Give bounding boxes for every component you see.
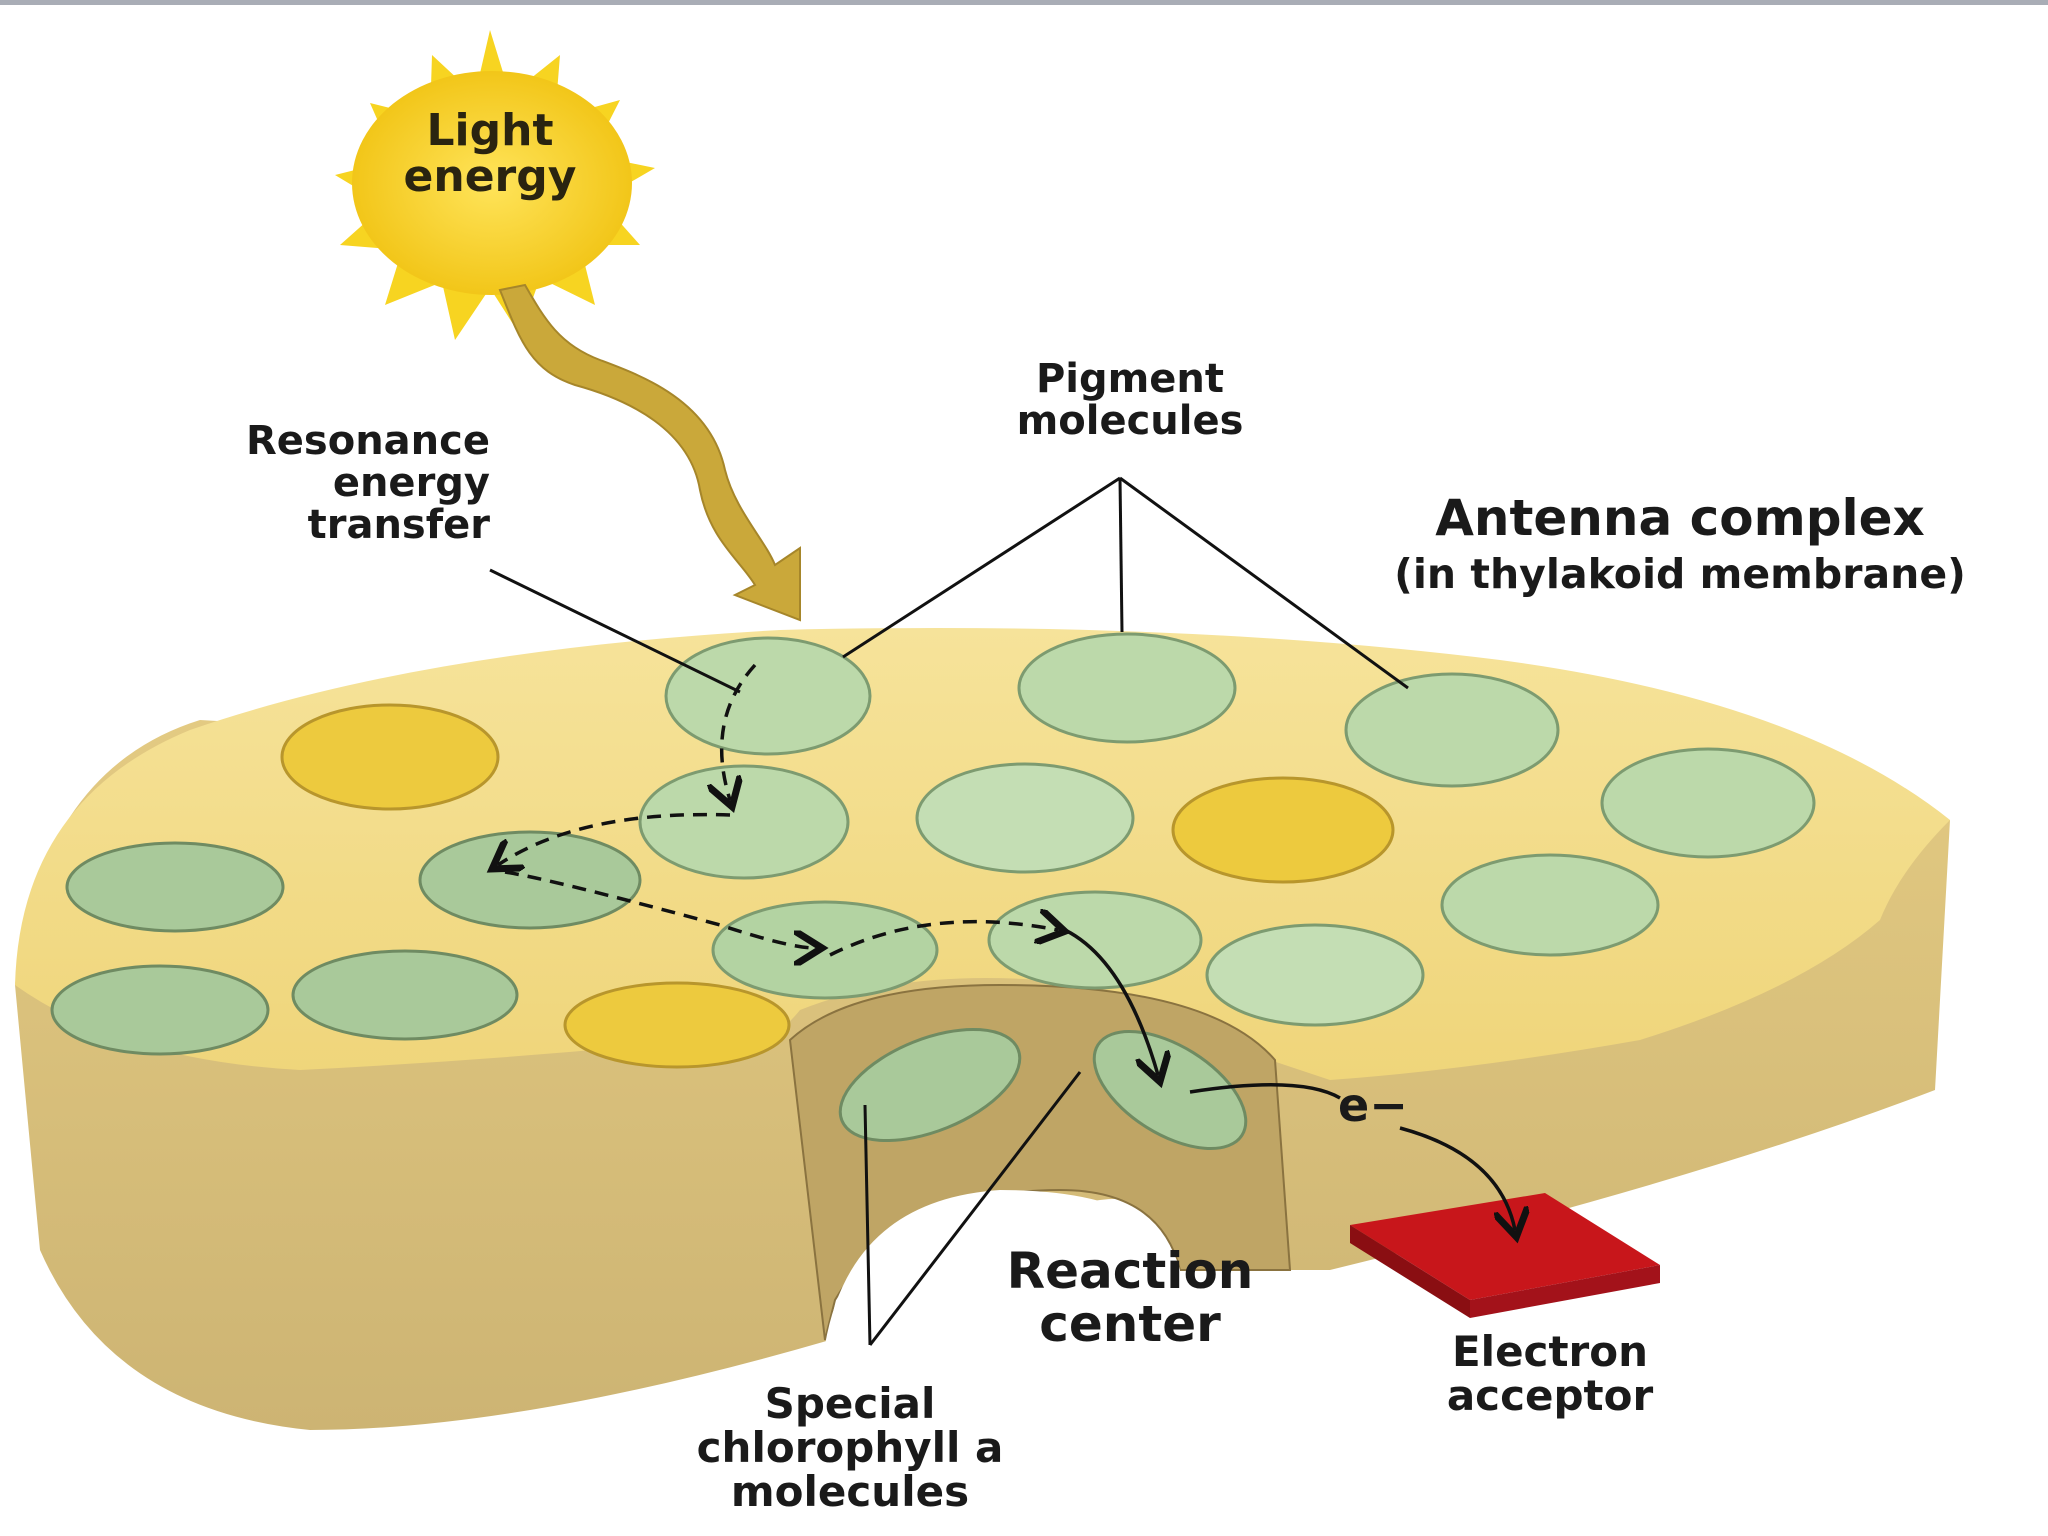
green-pigment-13 <box>50 964 270 1056</box>
energy-transfer-path <box>498 663 1058 955</box>
green-pigment-14 <box>291 949 519 1041</box>
antenna-complex-title: Antenna complex <box>1435 489 1925 547</box>
green-pigment-7 <box>65 841 285 933</box>
electron-acceptor-label: Electron acceptor <box>1400 1327 1700 1421</box>
reaction-center-label: Reaction center <box>960 1245 1300 1350</box>
pointer-lines <box>489 476 1409 1346</box>
special-line-3: molecules <box>730 1467 970 1517</box>
resonance-line-2: energy <box>332 460 490 506</box>
antenna-complex-subtitle: (in thylakoid membrane) <box>1394 550 1966 598</box>
electron-acceptor-side <box>1350 1225 1470 1318</box>
pigment-line-2: molecules <box>1016 398 1244 444</box>
pigment-molecules-label: Pigment molecules <box>950 358 1310 442</box>
pigment-line-1: Pigment <box>1035 356 1225 402</box>
green-pigment-12 <box>1205 923 1425 1027</box>
resonance-line-1: Resonance <box>245 418 490 464</box>
special-chlorophyll-label: Special chlorophyll a molecules <box>640 1379 1060 1517</box>
light-energy-arrow <box>498 283 801 622</box>
top-border <box>0 0 2048 5</box>
sun-icon <box>335 30 655 340</box>
special-chlorophyll-2 <box>1092 1030 1248 1150</box>
green-pigment-10 <box>711 900 939 1000</box>
green-pigment-4 <box>1600 747 1816 859</box>
special-line-1: Special <box>764 1379 936 1428</box>
resonance-energy-transfer-label: Resonance energy transfer <box>120 420 490 546</box>
electron-symbol: e− <box>1338 1078 1408 1132</box>
light-energy-line-2: energy <box>403 151 577 203</box>
electron-acceptor-front <box>1470 1265 1660 1318</box>
light-energy-line-1: Light <box>426 105 554 156</box>
acceptor-line-2: acceptor <box>1446 1371 1654 1421</box>
special-chlorophyll-1 <box>838 1027 1022 1143</box>
green-pigment-1 <box>664 636 872 756</box>
yellow-pigment-1 <box>280 703 500 811</box>
special-line-2: chlorophyll a <box>696 1423 1004 1473</box>
green-pigment-11 <box>987 890 1203 990</box>
yellow-pigment-3 <box>563 981 791 1069</box>
green-pigment-8 <box>418 830 642 930</box>
reaction-center-arch <box>825 1190 1180 1345</box>
electron-acceptor-block <box>1350 1193 1660 1300</box>
reaction-line-1: Reaction <box>1006 1242 1254 1300</box>
green-pigment-3 <box>1344 672 1560 788</box>
resonance-line-3: transfer <box>307 502 490 548</box>
yellow-pigment-2 <box>1171 776 1395 884</box>
green-pigment-2 <box>1017 632 1237 744</box>
reaction-line-2: center <box>1039 1294 1221 1353</box>
green-pigment-9 <box>1440 853 1660 957</box>
green-pigment-5 <box>638 764 850 880</box>
acceptor-line-1: Electron <box>1451 1327 1648 1376</box>
electron-transfer-arrows <box>1064 928 1515 1230</box>
green-pigment-6 <box>915 762 1135 874</box>
light-energy-label: Light energy <box>380 105 600 203</box>
